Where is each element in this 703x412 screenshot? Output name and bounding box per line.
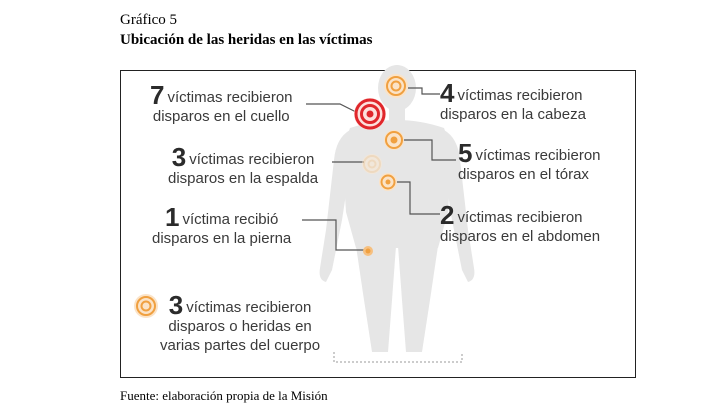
label-varias-line2: disparos o heridas en — [168, 318, 312, 335]
label-cuello-line1: víctimas recibieron — [167, 89, 293, 106]
count-cuello: 7 — [150, 80, 165, 110]
label-cabeza-line2: disparos en la cabeza — [440, 106, 586, 123]
label-abdomen-line2: disparos en el abdomen — [440, 228, 601, 245]
figure-source: Fuente: elaboración propia de la Misión — [120, 388, 328, 403]
human-silhouette — [319, 65, 475, 352]
leader-line-pierna — [302, 219, 364, 251]
label-cuello-line2: disparos en el cuello — [152, 108, 290, 125]
label-torax-line1: víctimas recibieron — [475, 147, 601, 164]
label-torax-line2: disparos en el tórax — [458, 166, 589, 183]
label-abdomen-line1: víctimas recibieron — [457, 209, 583, 226]
label-varias-line1: víctimas recibieron — [186, 299, 312, 316]
count-abdomen: 2 — [440, 200, 455, 230]
label-varias-line3: varias partes del cuerpo — [160, 337, 321, 354]
ground-bracket — [333, 352, 463, 363]
count-espalda: 3 — [171, 142, 187, 172]
target-espalda-icon — [362, 154, 382, 174]
count-varias: 3 — [168, 290, 184, 320]
count-torax: 5 — [458, 138, 473, 168]
count-pierna: 1 — [164, 202, 180, 232]
target-abdomen-icon — [379, 173, 397, 191]
label-pierna-line2: disparos en la pierna — [152, 230, 292, 247]
figure-caption: Gráfico 5 — [120, 12, 178, 28]
target-torax-icon — [384, 130, 404, 150]
target-cabeza-icon — [384, 74, 408, 98]
leader-line-abdomen — [396, 181, 440, 215]
count-cabeza: 4 — [440, 78, 455, 108]
label-espalda-line1: víctimas recibieron — [189, 151, 315, 168]
target-varias-icon — [134, 294, 158, 318]
leader-line-cabeza — [408, 87, 440, 95]
figure-title: Ubicación de las heridas en las víctimas — [120, 32, 373, 48]
target-cuello-icon — [354, 98, 386, 130]
label-espalda-line2: disparos en la espalda — [168, 170, 319, 187]
label-pierna-line1: víctima recibió — [182, 211, 279, 228]
leader-line-cuello — [306, 103, 357, 113]
leader-line-torax — [402, 139, 456, 161]
target-pierna-icon — [363, 246, 373, 256]
label-cabeza-line1: víctimas recibieron — [457, 87, 583, 104]
